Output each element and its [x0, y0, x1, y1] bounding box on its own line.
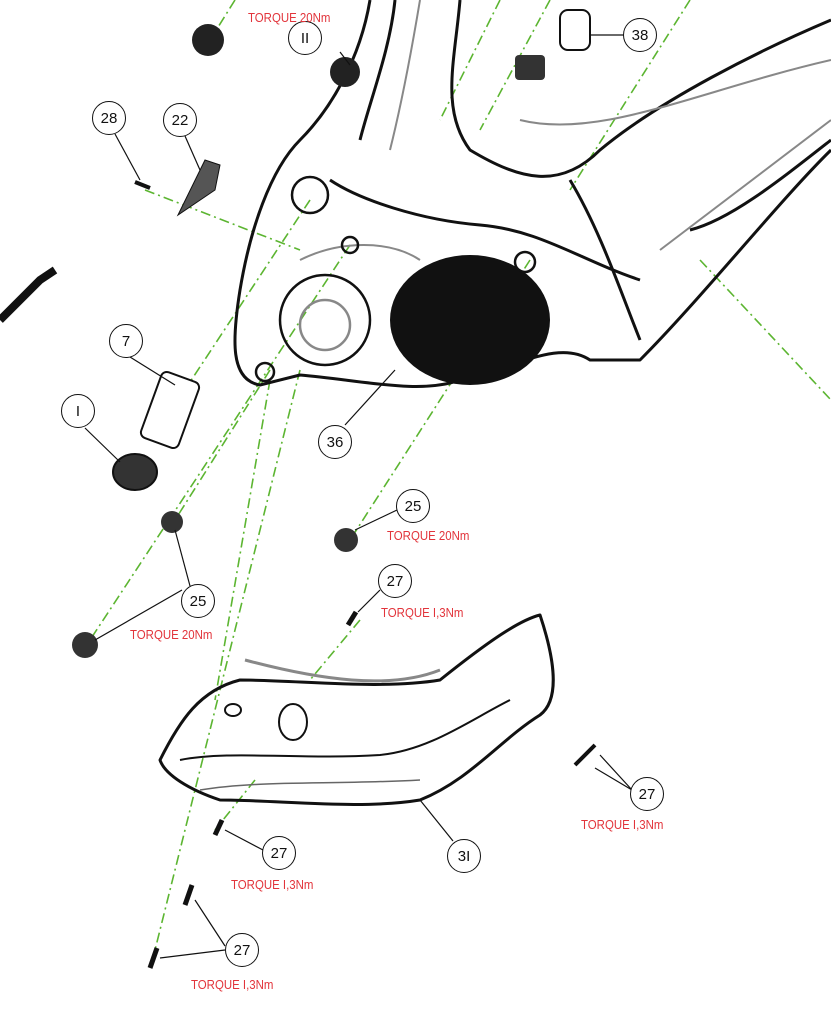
bearings [254, 175, 537, 383]
torque-25b-label: TORQUE 20Nm [130, 627, 213, 642]
callout-part-22: 22 [163, 103, 197, 137]
small-parts [0, 9, 597, 969]
callout-part-38: 38 [623, 18, 657, 52]
frame-detail-lines [299, 0, 831, 261]
callout-part-II: II [288, 21, 322, 55]
frame-outline [233, 0, 831, 388]
callout-part-27b: 27 [630, 777, 664, 811]
callout-part-36: 36 [318, 425, 352, 459]
torque-27b-label: TORQUE I,3Nm [581, 817, 664, 832]
callout-part-28: 28 [92, 101, 126, 135]
torque-top-label: TORQUE 20Nm [248, 10, 331, 25]
torque-27a-label: TORQUE I,3Nm [381, 605, 464, 620]
callout-part-27c: 27 [262, 836, 296, 870]
callout-part-I: I [61, 394, 95, 428]
torque-25a-label: TORQUE 20Nm [387, 528, 470, 543]
leader-lines [84, 34, 633, 959]
callout-part-27a: 27 [378, 564, 412, 598]
torque-27d-label: TORQUE I,3Nm [191, 977, 274, 992]
callout-part-31: 3I [447, 839, 481, 873]
torque-27c-label: TORQUE I,3Nm [231, 877, 314, 892]
callout-part-7: 7 [109, 324, 143, 358]
callout-part-25b: 25 [181, 584, 215, 618]
callout-part-27d: 27 [225, 933, 259, 967]
motor-mount [390, 255, 550, 385]
assembly-axis-lines [89, 0, 831, 971]
skid-plate-31 [158, 613, 555, 806]
callout-part-25a: 25 [396, 489, 430, 523]
